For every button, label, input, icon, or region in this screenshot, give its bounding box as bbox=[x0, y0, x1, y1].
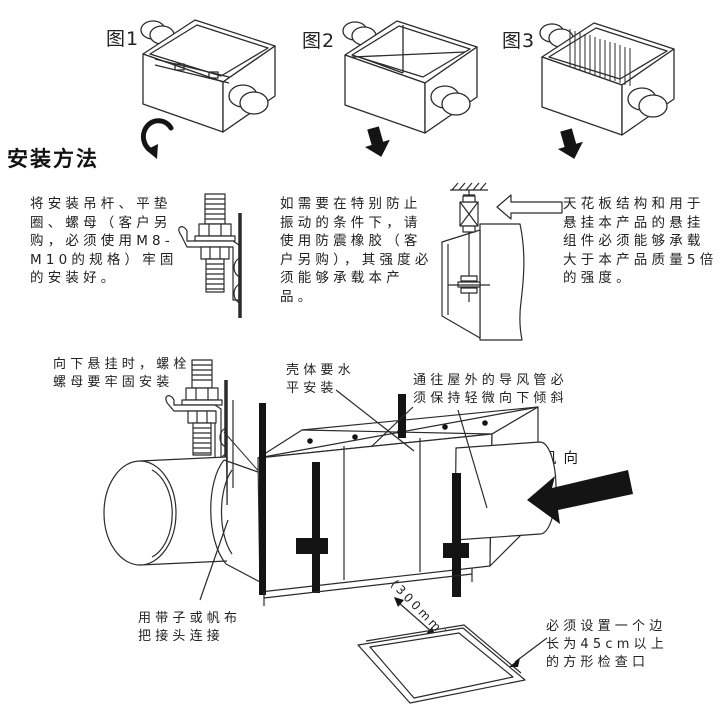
figure3-drawing bbox=[539, 22, 675, 159]
inspection-opening-frame bbox=[357, 624, 526, 704]
figure1-label: 图1 bbox=[106, 28, 140, 50]
figure2-drawing bbox=[342, 20, 478, 157]
hang-down-note: 向下悬挂时，螺栓、螺母要牢固安装 bbox=[53, 357, 208, 390]
wind-direction-arrow-icon bbox=[527, 470, 633, 524]
vibration-mount-drawing bbox=[441, 182, 563, 341]
instruction-step-1: 将安装吊杆、平垫圈、螺母（客户另购，必须使用M8-M10的规格）牢固的安装好。 bbox=[30, 196, 178, 286]
inspection-port-note: 必须设置一个边长为45cm以上的方形检查口 bbox=[546, 619, 668, 670]
figure2-label: 图2 bbox=[302, 30, 336, 52]
left-arrow-icon bbox=[496, 194, 563, 220]
unit-body-outline bbox=[479, 223, 525, 341]
instruction-step-2: 如需要在特别防止振动的条件下，请使用防震橡胶（客户另购），其强度必须能够承载本产… bbox=[280, 196, 433, 305]
figure1-drawing bbox=[140, 19, 276, 159]
joint-connect-leader bbox=[199, 519, 229, 601]
level-install-leader bbox=[335, 389, 415, 452]
instruction-step-3: 天花板结构和用于悬挂本产品的悬挂组件必须能够承载大于本产品质量5倍的强度。 bbox=[563, 196, 718, 286]
duct-slope-note: 通往屋外的导风管必须保持轻微向下倾斜 bbox=[413, 373, 568, 406]
curved-arrow-icon bbox=[140, 118, 174, 159]
inlet-duct bbox=[103, 456, 261, 583]
hanger-brackets bbox=[259, 394, 469, 597]
joint-connect-note: 用带子或帆布把接头连接 bbox=[138, 611, 242, 644]
duct-slope-leaders bbox=[370, 406, 488, 509]
inspection-leader bbox=[509, 637, 548, 667]
ceiling-hatch bbox=[450, 182, 488, 191]
section-title: 安装方法 bbox=[7, 147, 99, 171]
down-arrow-icon bbox=[364, 126, 390, 157]
level-install-note: 壳体要水平安装 bbox=[286, 363, 355, 396]
hanger-bolt-bracket-drawing bbox=[178, 193, 242, 318]
main-unit-drawing bbox=[103, 359, 633, 704]
figure3-label: 图3 bbox=[502, 30, 536, 52]
down-arrow-icon bbox=[557, 128, 583, 159]
dimension-300mm bbox=[263, 568, 473, 637]
